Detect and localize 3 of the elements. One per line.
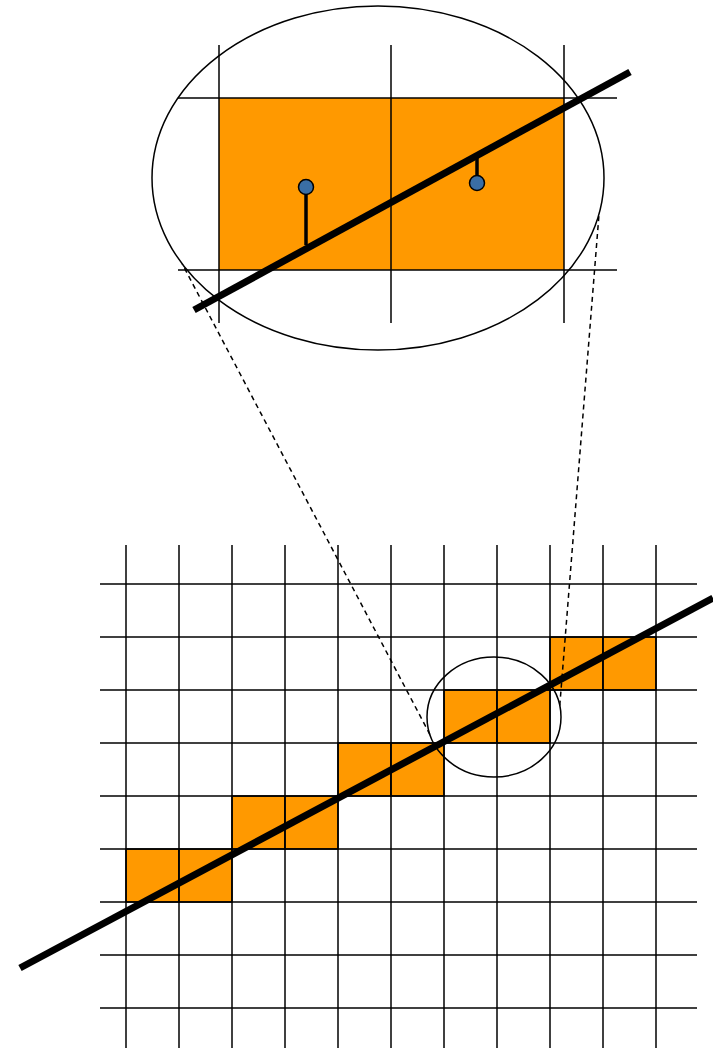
- magnifier-ellipse: [151, 5, 605, 351]
- zoom-region-circle: [426, 656, 562, 778]
- zoom-guide-line: [559, 213, 600, 707]
